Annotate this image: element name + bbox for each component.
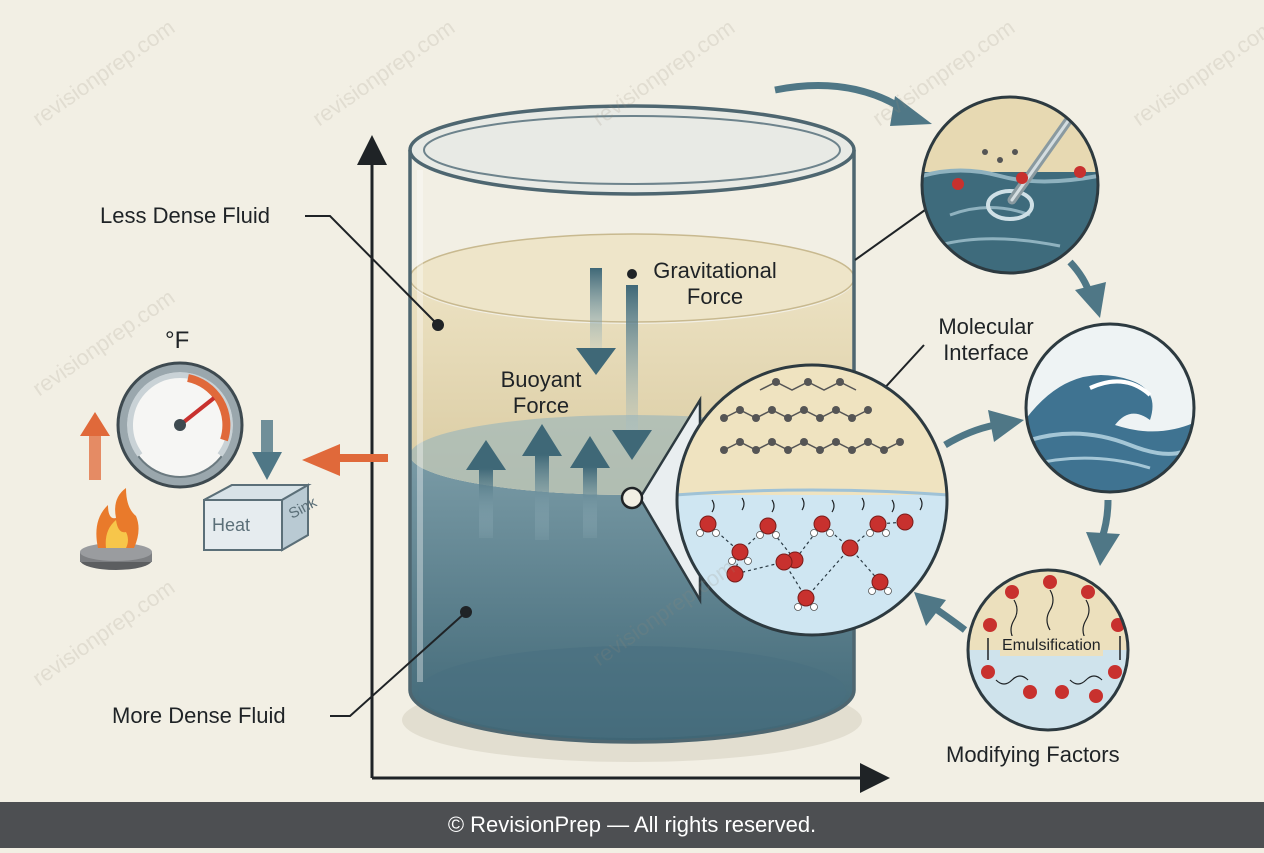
molecular-interface-line-2: Interface bbox=[943, 340, 1029, 365]
fahrenheit-label: °F bbox=[165, 327, 190, 354]
molecular-interface-label: Molecular Interface bbox=[916, 314, 1056, 366]
molecular-zoom bbox=[620, 363, 949, 637]
emulsification-label: Emulsification bbox=[1000, 636, 1103, 656]
more-dense-fluid-label: More Dense Fluid bbox=[112, 703, 286, 728]
buoyant-force-line-2: Force bbox=[512, 393, 570, 418]
flow-arrows bbox=[774, 82, 1120, 633]
modifying-factors-label: Modifying Factors bbox=[946, 742, 1120, 767]
gravitational-force-line-1: Gravitational bbox=[653, 258, 777, 283]
buoyant-force-line-1: Buoyant bbox=[500, 367, 582, 392]
heat-apparatus bbox=[80, 361, 388, 570]
gravitational-arrows bbox=[576, 268, 652, 460]
buoyant-force-label: Buoyant Force bbox=[486, 367, 596, 419]
gravitational-force-line-2: Force bbox=[686, 284, 744, 309]
wave-circle bbox=[1024, 322, 1196, 494]
molecular-interface-line-1: Molecular bbox=[938, 314, 1034, 339]
copyright-footer: © RevisionPrep — All rights reserved. bbox=[0, 802, 1264, 848]
less-dense-fluid-label: Less Dense Fluid bbox=[100, 203, 270, 228]
axes bbox=[357, 135, 890, 793]
gravitational-force-label: Gravitational Force bbox=[640, 258, 790, 310]
stirring-circle bbox=[920, 95, 1100, 275]
heat-label: Heat bbox=[212, 515, 251, 535]
buoyant-arrows bbox=[466, 424, 610, 540]
